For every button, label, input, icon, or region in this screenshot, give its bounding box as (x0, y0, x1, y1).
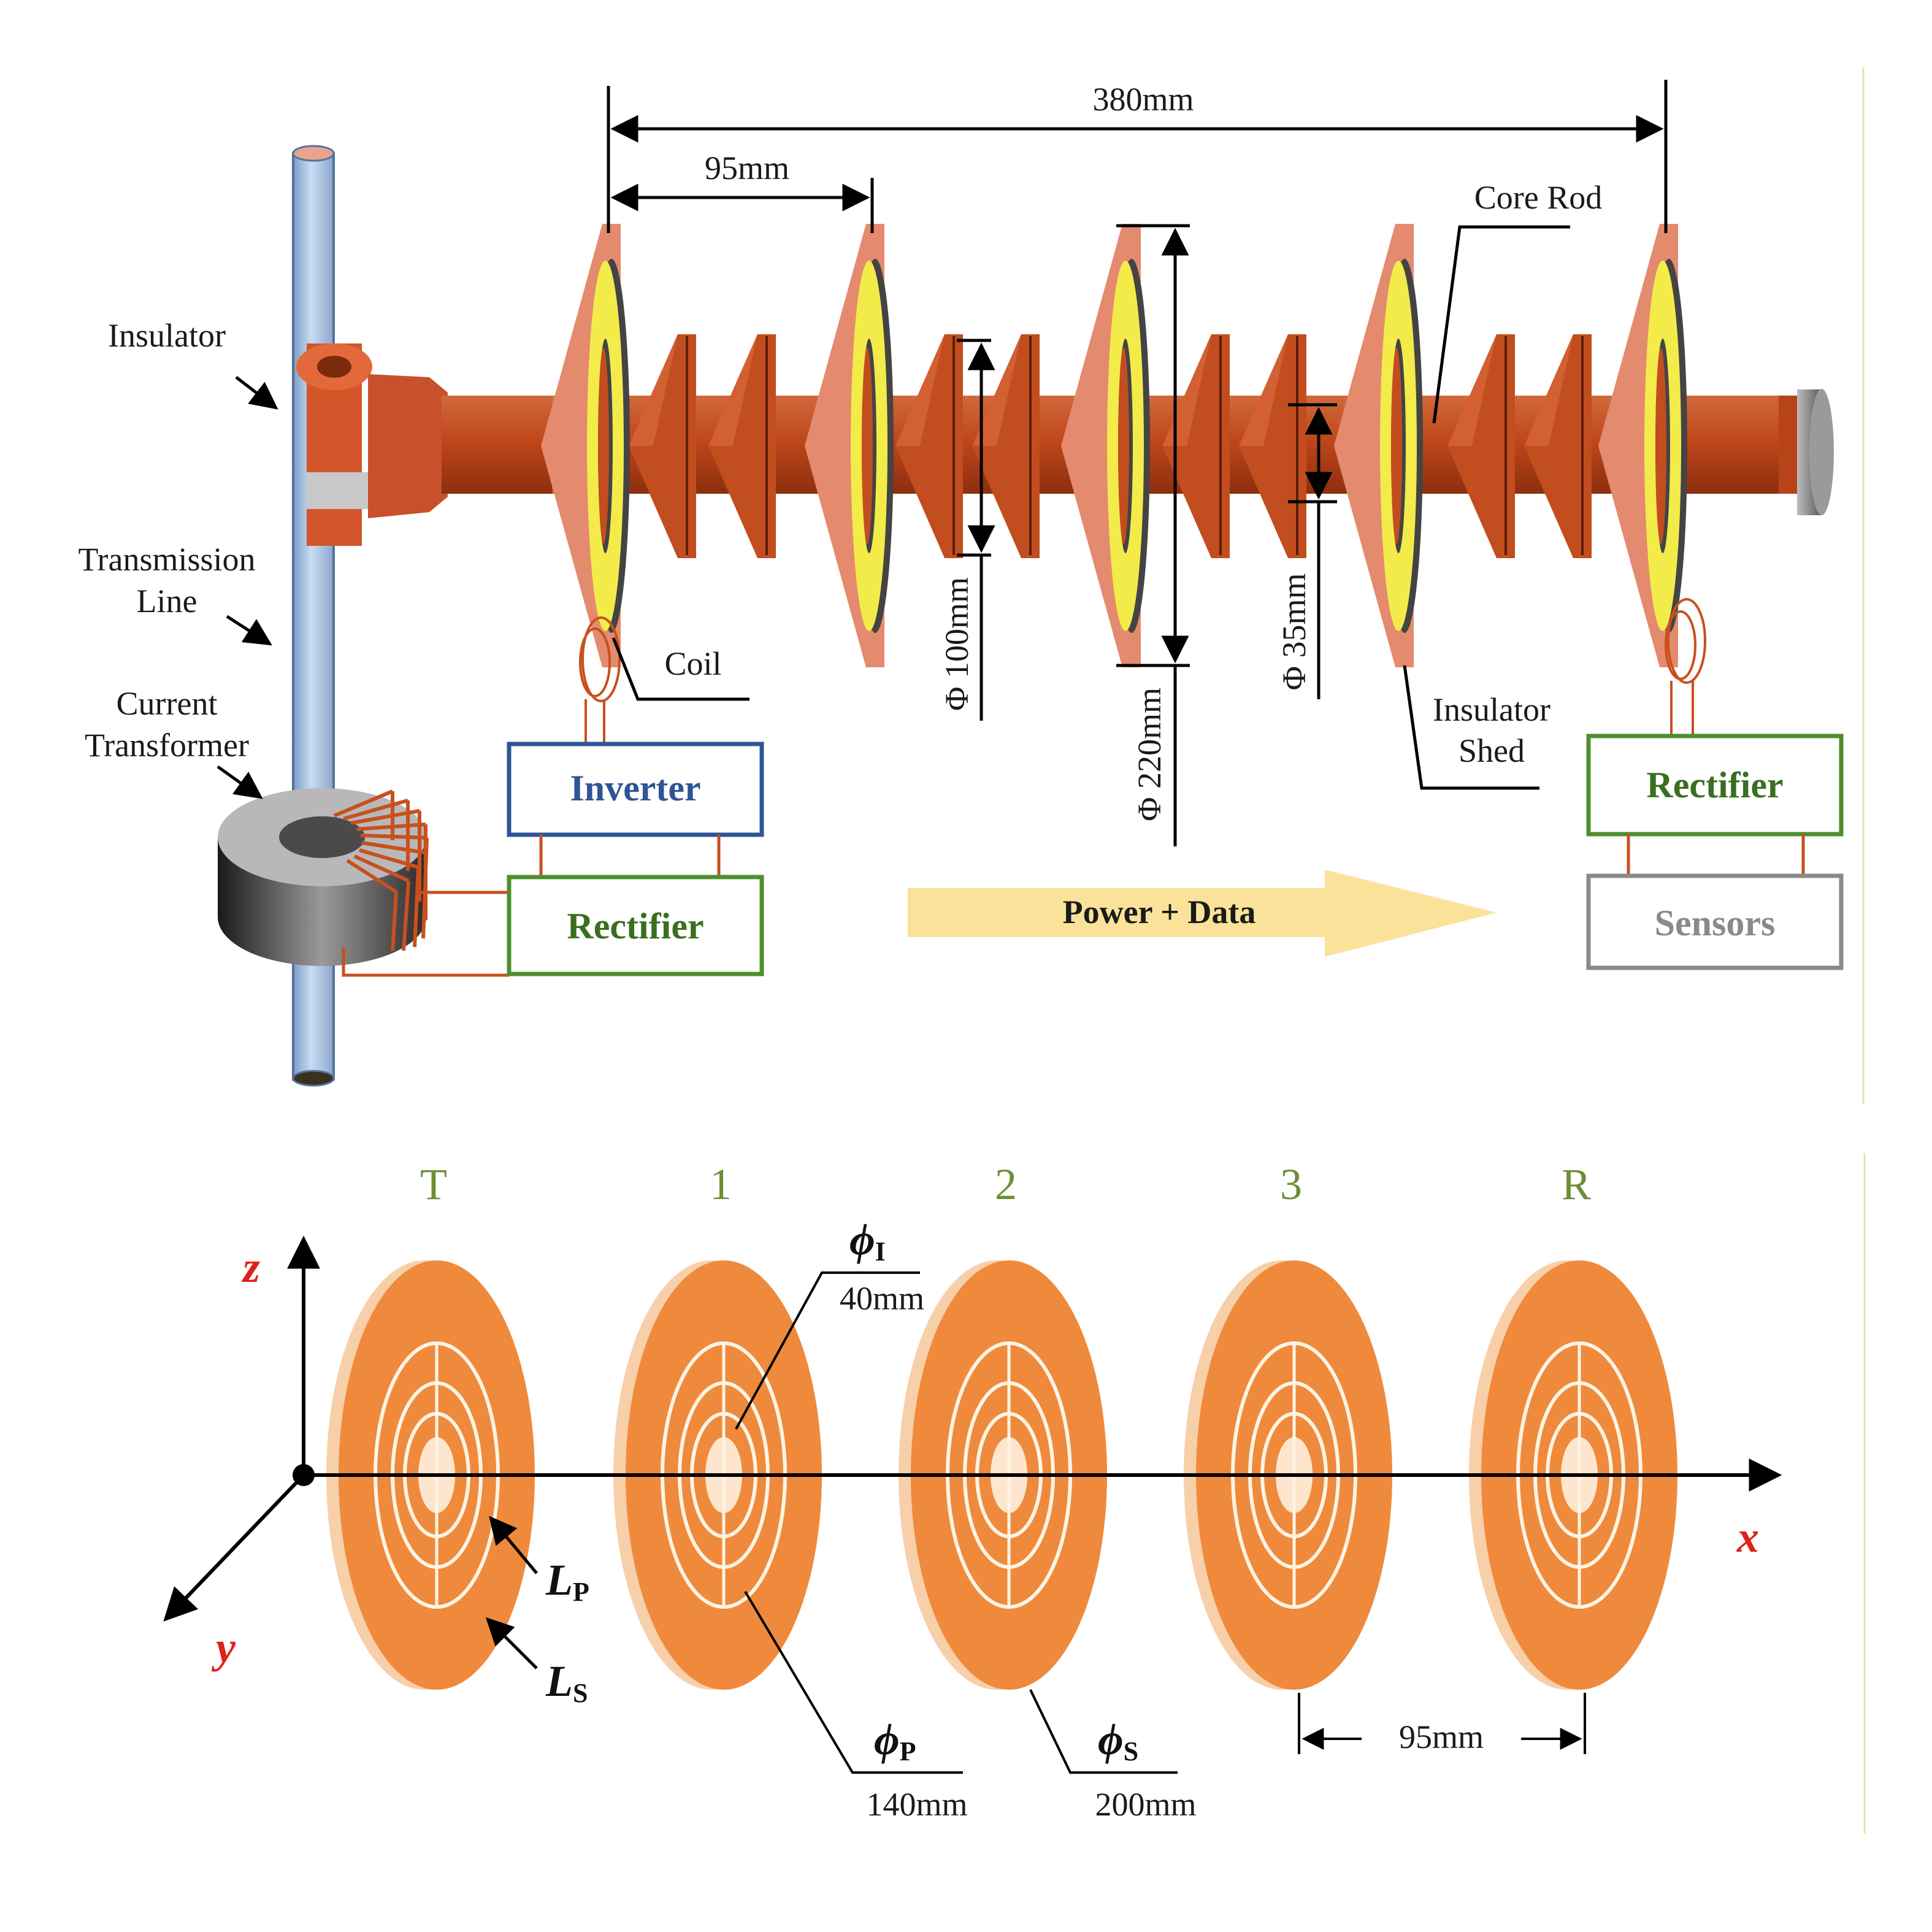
axis-z-label: z (241, 1243, 260, 1292)
small-shed (708, 334, 776, 558)
insulator-clamp (296, 343, 448, 546)
phi-p-value: 140mm (866, 1786, 967, 1823)
dim-380: 380mm (607, 80, 1668, 233)
axis-x-label: x (1736, 1512, 1759, 1562)
dim-35-label: Φ 35mm (1276, 573, 1313, 691)
insulator-label: Insulator (108, 317, 226, 354)
svg-text:LS: LS (545, 1657, 588, 1708)
disc-label: T (420, 1160, 447, 1209)
svg-text:LP: LP (545, 1555, 589, 1607)
coil-label: Coil (664, 645, 721, 682)
label-insulator: Insulator (108, 317, 278, 410)
rectifier-right-label: Rectifier (1646, 765, 1783, 805)
insulator-shed-label-2: Shed (1459, 732, 1525, 769)
phi-s-subscript: S (1124, 1736, 1138, 1766)
dim-95-top: 95mm (610, 150, 874, 233)
big-shed-group (541, 224, 1687, 667)
big-shed (1334, 224, 1423, 667)
sensors-label: Sensors (1655, 903, 1776, 943)
phi-p-subscript: P (900, 1736, 916, 1766)
power-data-label: Power + Data (1063, 894, 1256, 930)
lp-subscript: P (573, 1577, 589, 1607)
inverter-rectifier-links (539, 835, 721, 877)
insulator-shed-label-1: Insulator (1433, 691, 1551, 728)
top-figure: Inverter Rectifier Rectifier Sensors Pow… (78, 80, 1844, 1087)
dim-100-label: Φ 100mm (938, 577, 975, 711)
dim-100: Φ 100mm (938, 339, 995, 721)
phi-s-value: 200mm (1095, 1786, 1196, 1823)
label-phi-p: ϕP 140mm (744, 1590, 968, 1823)
dim-35: Φ 35mm (1276, 403, 1337, 699)
lp-symbol: L (545, 1555, 573, 1604)
dim-95-bottom: 95mm (1298, 1693, 1586, 1755)
dim-380-label: 380mm (1092, 81, 1194, 118)
dim-220-label: Φ 220mm (1131, 688, 1168, 821)
transmission-line-label-1: Transmission (78, 541, 255, 578)
rectifier-sensor-links (1627, 834, 1805, 876)
dim-95-bottom-label: 95mm (1399, 1719, 1484, 1755)
phi-i-subscript: I (875, 1236, 886, 1267)
label-phi-s: ϕS 200mm (1029, 1689, 1197, 1823)
small-shed (1524, 334, 1592, 558)
core-rod-label: Core Rod (1474, 179, 1603, 216)
small-shed (1447, 334, 1515, 558)
label-transmission-line: Transmission Line (78, 541, 272, 646)
disc-group: T 1 2 3 R (326, 1160, 1677, 1690)
sensors-box: Sensors (1586, 873, 1844, 970)
coil-left (579, 616, 621, 745)
current-transformer-label-2: Transformer (85, 727, 249, 764)
big-shed (541, 224, 630, 667)
label-phi-i: ϕI 40mm (735, 1215, 924, 1430)
inverter-label: Inverter (570, 768, 700, 808)
ls-subscript: S (573, 1678, 588, 1708)
dim-220: Φ 220mm (1116, 224, 1190, 846)
svg-text:ϕP: ϕP (874, 1715, 916, 1766)
disc-label: 3 (1280, 1160, 1302, 1209)
disc-label: R (1562, 1160, 1591, 1209)
phi-i-symbol: ϕ (849, 1215, 875, 1264)
rectifier-left-label: Rectifier (567, 906, 703, 946)
transmission-line-label-2: Line (137, 583, 197, 619)
svg-text:ϕI: ϕI (849, 1215, 886, 1267)
small-shed (629, 334, 696, 558)
inverter-box: Inverter (507, 742, 764, 837)
coordinate-axes: z y x (163, 1235, 1782, 1672)
ls-symbol: L (545, 1657, 573, 1706)
label-core-rod: Core Rod (1432, 179, 1603, 424)
big-shed (805, 224, 894, 667)
label-lp: LP (489, 1516, 589, 1607)
big-shed (1598, 224, 1687, 667)
small-shed (1239, 334, 1306, 558)
small-shed (895, 334, 963, 558)
label-ls: LS (485, 1617, 588, 1708)
coil-right (1665, 598, 1706, 739)
current-transformer-label-1: Current (117, 685, 218, 722)
dim-95-top-label: 95mm (705, 150, 789, 186)
rectifier-left-box: Rectifier (507, 875, 764, 976)
power-data-arrow: Power + Data (908, 870, 1497, 957)
label-insulator-shed: Insulator Shed (1403, 665, 1551, 790)
rectifier-right-box: Rectifier (1586, 734, 1844, 837)
small-shed (1162, 334, 1230, 558)
ct-wires (342, 891, 509, 977)
phi-p-symbol: ϕ (874, 1715, 900, 1764)
label-current-transformer: Current Transformer (85, 685, 263, 799)
current-transformer (218, 788, 429, 966)
disc-label: 1 (710, 1160, 732, 1209)
axis-y-label: y (211, 1623, 236, 1672)
phi-i-value: 40mm (840, 1280, 924, 1317)
svg-text:ϕS: ϕS (1098, 1715, 1138, 1766)
phi-s-symbol: ϕ (1098, 1715, 1124, 1764)
big-shed (1061, 224, 1150, 667)
label-coil: Coil (611, 637, 749, 701)
disc-label: 2 (995, 1160, 1017, 1209)
